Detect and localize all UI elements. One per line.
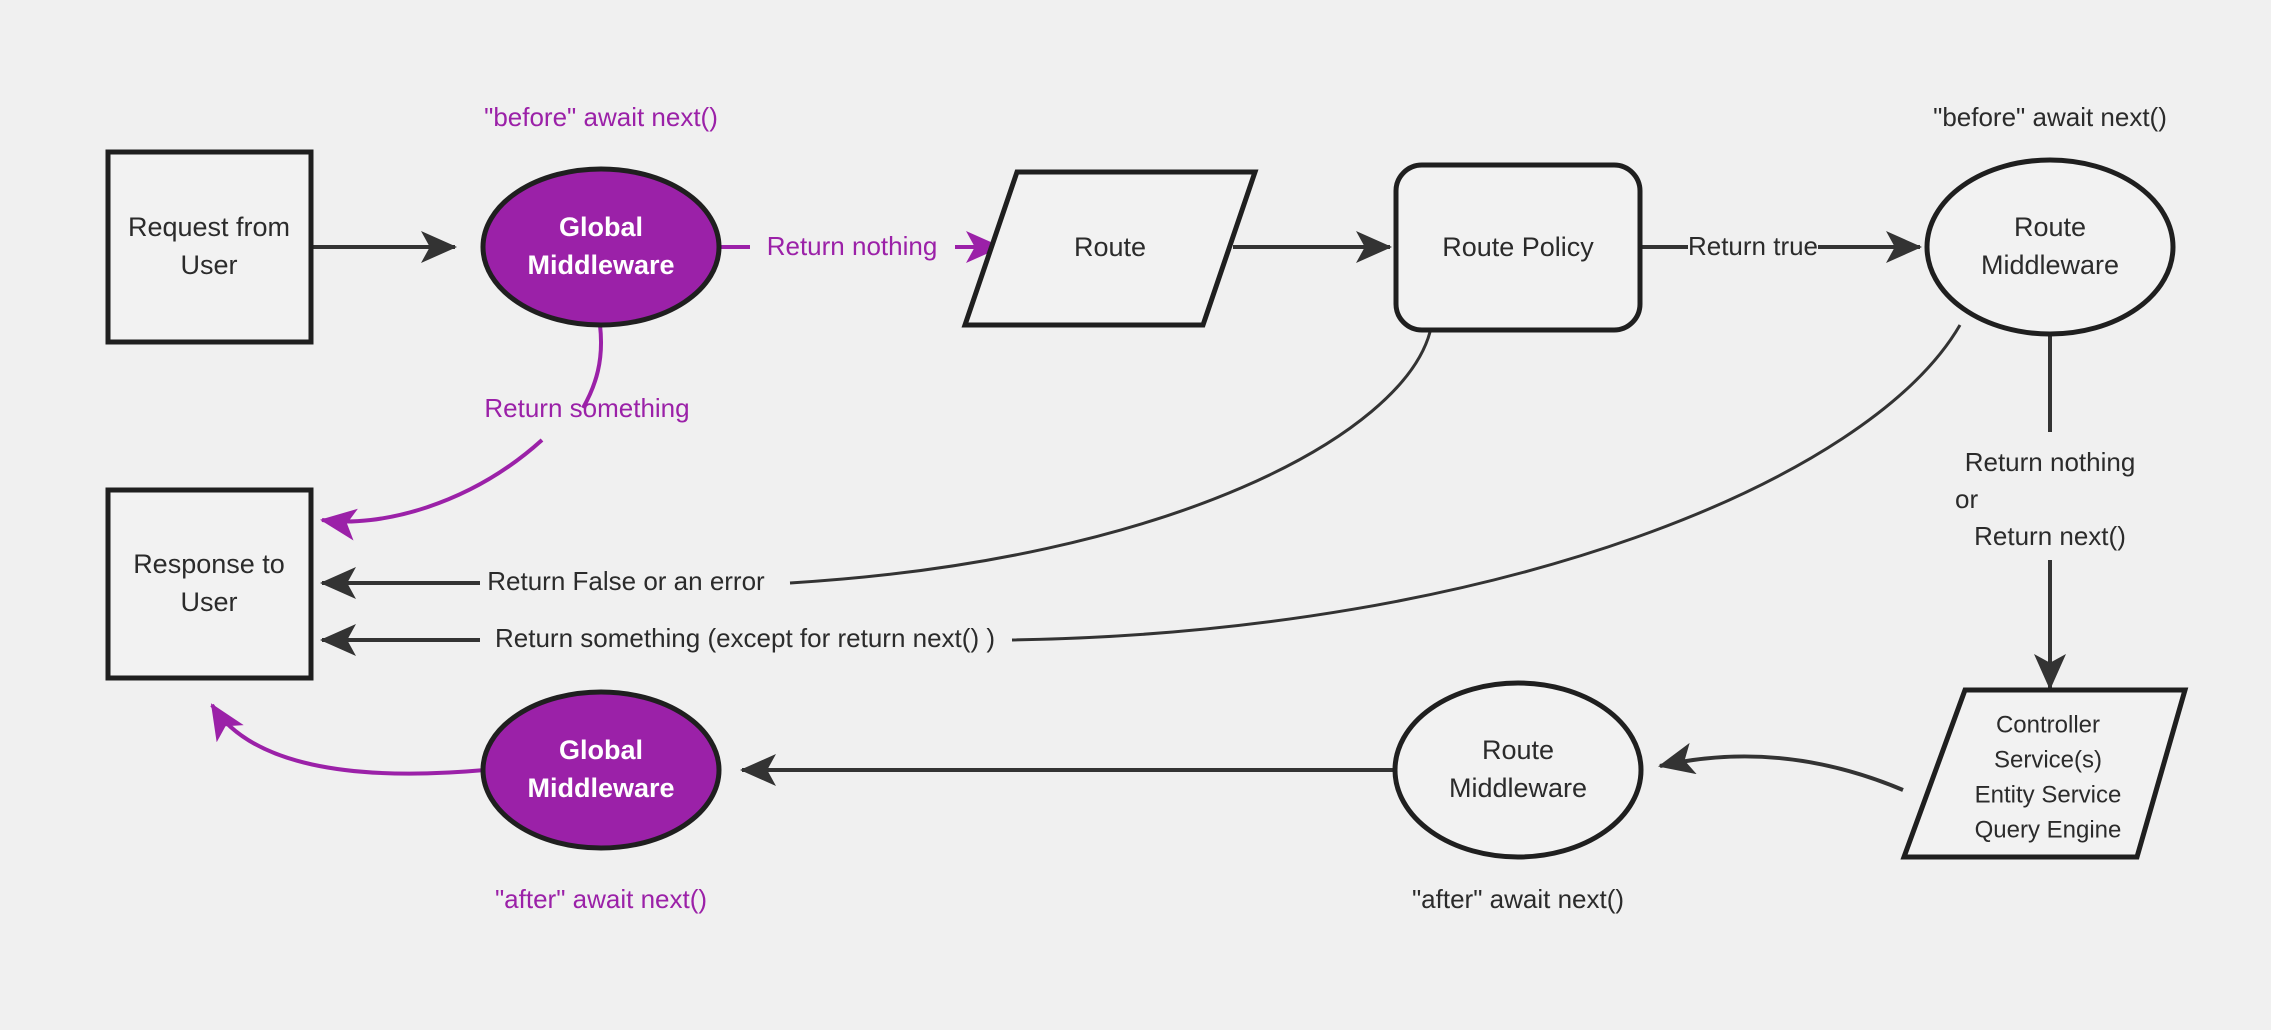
note-global-middleware-after: "after" await next() — [495, 884, 707, 914]
edge-label-return-something-except: Return something (except for return next… — [495, 623, 995, 653]
node-route-middleware-after[interactable]: Route Middleware — [1392, 680, 1644, 860]
node-global-middleware-before-label-line2: Middleware — [527, 250, 674, 280]
node-controller-label-line2: Service(s) — [1994, 746, 2102, 773]
edge-global-middleware-to-route: Return nothing — [718, 231, 1002, 263]
node-request-label-line2: User — [180, 250, 237, 280]
note-route-middleware-before: "before" await next() — [1933, 102, 2167, 132]
node-response-label-line1: Response to — [133, 549, 285, 579]
node-route-middleware-before-label-line1: Route — [2014, 212, 2086, 242]
node-route-label: Route — [1074, 232, 1146, 262]
node-route-policy[interactable]: Route Policy — [1393, 162, 1643, 333]
node-controller-services[interactable]: Controller Service(s) Entity Service Que… — [1900, 687, 2189, 860]
node-route-policy-label: Route Policy — [1442, 232, 1594, 262]
edge-global-middleware-after-to-response — [210, 703, 486, 776]
edge-route-middleware-to-controller: Return nothing or Return next() — [1955, 332, 2136, 690]
node-global-middleware-before[interactable]: Global Middleware — [480, 166, 722, 328]
node-global-middleware-after-label-line2: Middleware — [527, 773, 674, 803]
node-global-middleware-after-label-line1: Global — [559, 735, 643, 765]
node-response-to-user[interactable]: Response to User — [105, 487, 314, 681]
edge-controller-to-route-middleware-after — [1658, 742, 1904, 792]
node-global-middleware-before-label-line1: Global — [559, 212, 643, 242]
edge-route-policy-to-response: Return False or an error — [320, 331, 1432, 599]
note-route-middleware-after: "after" await next() — [1412, 884, 1624, 914]
edge-label-return-nothing: Return nothing — [767, 231, 938, 261]
edge-label-return-next: Return next() — [1974, 521, 2126, 551]
node-response-label-line2: User — [180, 587, 237, 617]
node-request-from-user[interactable]: Request from User — [105, 149, 314, 345]
edge-label-return-something: Return something — [484, 393, 689, 423]
node-route[interactable]: Route — [961, 169, 1259, 328]
edge-label-return-nothing-1: Return nothing — [1965, 447, 2136, 477]
edge-route-policy-to-route-middleware: Return true — [1642, 231, 1922, 263]
node-route-middleware-after-label-line1: Route — [1482, 735, 1554, 765]
edge-label-return-false-or-error: Return False or an error — [487, 566, 765, 596]
node-request-label-line1: Request from — [128, 212, 290, 242]
edge-global-middleware-to-response: Return something — [320, 324, 690, 541]
node-route-middleware-before-label-line2: Middleware — [1981, 250, 2119, 280]
node-controller-label-line3: Entity Service — [1975, 781, 2122, 808]
edge-label-or: or — [1955, 484, 1978, 514]
node-controller-label-line4: Query Engine — [1975, 816, 2122, 843]
edge-route-middleware-to-response: Return something (except for return next… — [320, 324, 1962, 656]
node-global-middleware-after[interactable]: Global Middleware — [480, 689, 722, 851]
node-route-middleware-before[interactable]: Route Middleware — [1924, 157, 2176, 337]
node-route-middleware-after-label-line2: Middleware — [1449, 773, 1587, 803]
edge-label-return-true: Return true — [1688, 231, 1818, 261]
note-global-middleware-before: "before" await next() — [484, 102, 718, 132]
node-controller-label-line1: Controller — [1996, 711, 2100, 738]
